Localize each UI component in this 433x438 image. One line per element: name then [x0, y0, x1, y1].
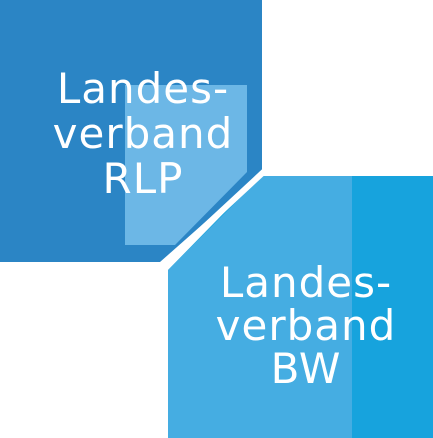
- diagonal-divider: [157, 163, 273, 271]
- rlp-label-line1: Landes-: [56, 64, 230, 113]
- bw-highlight-band: [168, 176, 352, 438]
- bw-label: Landes- verband BW: [206, 262, 406, 391]
- bw-label-line3: BW: [270, 344, 342, 393]
- bw-label-line2: verband: [215, 301, 397, 350]
- rlp-highlight-band: [125, 85, 247, 245]
- bw-label-line1: Landes-: [219, 258, 393, 307]
- rlp-label-line2: verband: [52, 109, 234, 158]
- rlp-label: Landes- verband RLP: [48, 68, 238, 203]
- rlp-label-line3: RLP: [102, 154, 184, 203]
